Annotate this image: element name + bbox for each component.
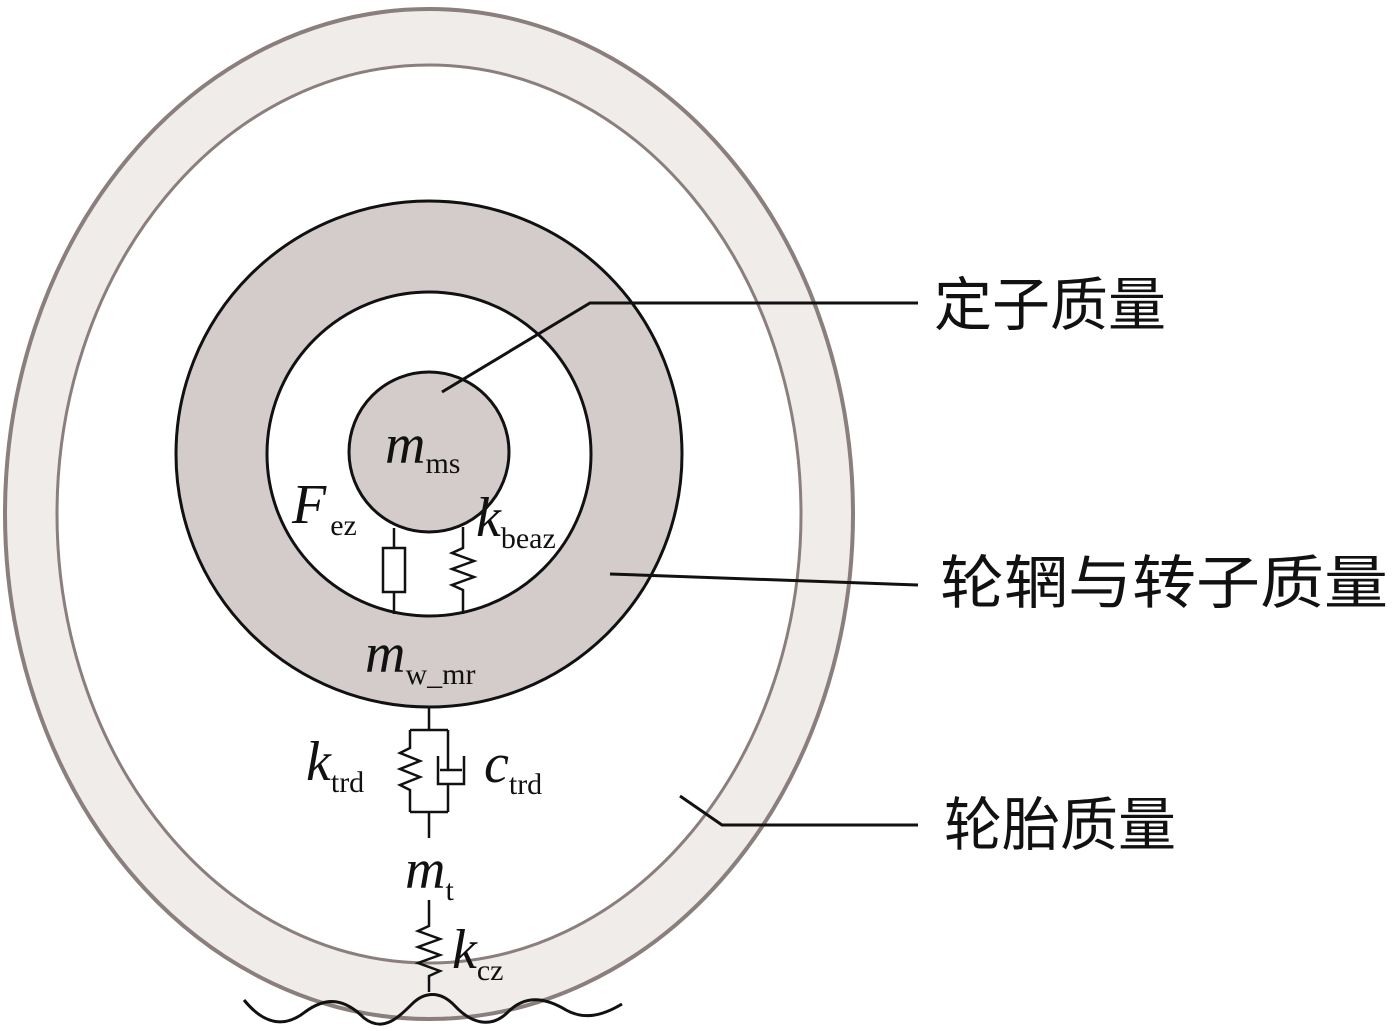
symbol-m-ms: mms <box>385 414 460 480</box>
stator-spring-element <box>448 527 478 614</box>
label-stator-mass: 定子质量 <box>934 271 1166 339</box>
symbol-c-trd: ctrd <box>484 733 542 801</box>
symbol-k-cz: kcz <box>452 919 504 987</box>
leader-line-rim-rotor <box>609 572 919 587</box>
stator-mass-circle <box>347 370 511 534</box>
label-rim-rotor-mass: 轮辋与转子质量 <box>940 549 1388 617</box>
label-tire-mass: 轮胎质量 <box>944 791 1176 859</box>
symbol-m-t: mt <box>405 839 454 907</box>
leader-line-stator <box>441 301 918 394</box>
symbol-k-trd: ktrd <box>306 731 364 799</box>
tire-road-spring-element <box>414 900 444 992</box>
symbol-m-w-mr: mw_mr <box>365 623 475 691</box>
symbol-k-beaz: kbeaz <box>476 487 556 555</box>
road-surface <box>242 993 623 1026</box>
rim-tire-suspension-element <box>396 707 466 838</box>
stator-damper-element <box>381 528 407 614</box>
leader-line-tire <box>679 794 918 827</box>
